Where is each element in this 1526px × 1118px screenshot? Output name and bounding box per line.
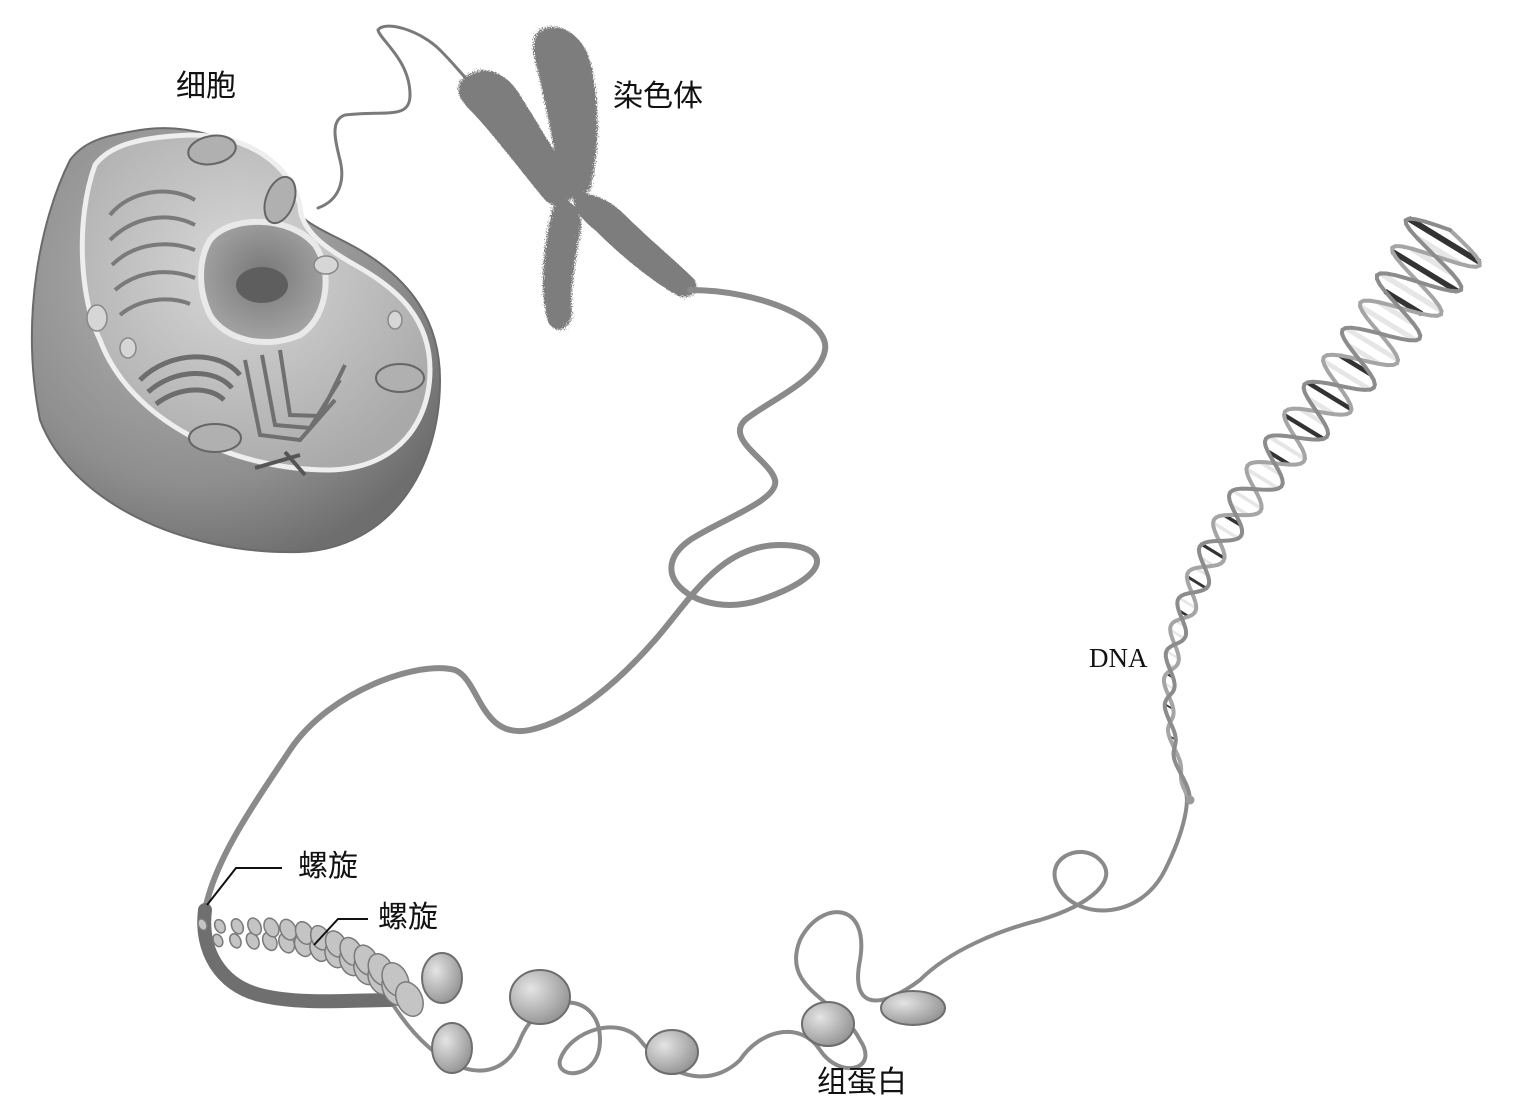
base-pair	[1186, 575, 1208, 590]
chromosome-arm-upper-left	[458, 70, 580, 206]
base-pair	[1409, 245, 1454, 277]
base-pair	[1390, 249, 1459, 294]
chromosome-illustration	[458, 26, 697, 330]
base-pair	[1407, 216, 1482, 265]
chromosome-arm-upper-right	[533, 26, 598, 198]
base-pair	[1169, 628, 1186, 640]
base-pair	[1383, 288, 1424, 317]
leader-coil-inner	[313, 918, 368, 946]
mitochondrion	[375, 363, 425, 393]
fiber-nucleosomes-to-dna	[388, 788, 1189, 1079]
base-pair	[1200, 542, 1226, 560]
solenoid-bead	[213, 918, 227, 934]
base-pair	[1282, 413, 1325, 441]
solenoid-bead	[230, 918, 245, 935]
solenoid-bead	[394, 981, 424, 1017]
base-pair	[1178, 596, 1197, 610]
mitochondrion	[263, 175, 297, 225]
dna-strand-b	[1161, 228, 1482, 802]
solenoid-bead	[212, 933, 224, 948]
dna-double-helix	[1160, 214, 1482, 805]
solenoid-bead	[197, 918, 208, 932]
base-pair	[1231, 488, 1263, 510]
base-pair	[1306, 380, 1353, 412]
solenoid-bead	[229, 933, 242, 949]
chromatin-fiber	[202, 24, 1189, 1079]
solenoid-bead	[279, 918, 298, 941]
solenoid-bead	[263, 917, 280, 938]
cell-illustration	[30, 127, 442, 554]
base-pair	[1358, 303, 1418, 343]
nucleosome	[509, 969, 571, 1025]
dna-strand-a-upper	[1160, 214, 1466, 805]
nucleosomes	[421, 952, 946, 1075]
solenoid-coil	[197, 903, 424, 1017]
label-coil-outer: 螺旋	[298, 849, 358, 884]
base-pair	[1212, 521, 1240, 540]
base-pair	[1338, 353, 1372, 377]
base-pair	[1267, 434, 1307, 461]
fiber-chromosome-to-solenoid	[202, 287, 829, 913]
centriole	[254, 450, 307, 477]
endoplasmic-reticulum	[108, 189, 197, 317]
leader-lines	[206, 867, 368, 946]
nucleosome	[431, 1022, 473, 1074]
rough-er	[243, 349, 347, 443]
leader-coil-outer	[206, 867, 282, 906]
label-dna: DNA	[1089, 643, 1148, 673]
label-coil-inner: 螺旋	[378, 900, 438, 935]
histone-core	[801, 1001, 855, 1047]
mitochondrion	[188, 423, 242, 453]
solenoid-beads	[197, 917, 424, 1017]
mitochondrion	[187, 134, 237, 166]
base-pair	[1321, 358, 1372, 392]
label-histone: 组蛋白	[817, 1065, 907, 1100]
base-pair	[1376, 299, 1415, 327]
histone-core	[880, 990, 946, 1026]
base-pair	[1344, 325, 1400, 363]
vesicles	[86, 255, 403, 359]
chromosome-arm-lower-right	[573, 193, 697, 298]
base-pair	[1346, 342, 1381, 366]
nucleolus	[236, 267, 288, 303]
histone-core	[645, 1029, 699, 1075]
base-pair	[1378, 271, 1443, 314]
nucleosome	[421, 952, 463, 1004]
label-chromosome: 染色体	[613, 79, 703, 114]
base-pair	[1306, 396, 1336, 417]
chromosome-arm-lower-left	[542, 200, 582, 330]
golgi-apparatus	[138, 354, 242, 407]
base-pair	[1245, 467, 1280, 491]
mitochondria	[187, 134, 425, 453]
solenoid-bead	[247, 917, 263, 936]
solenoid-bead	[245, 932, 260, 950]
dna-strand-a	[1162, 216, 1464, 802]
base-pair	[1415, 235, 1461, 267]
label-cell: 细胞	[176, 69, 236, 104]
thread-cell-to-chromosome	[316, 24, 470, 210]
